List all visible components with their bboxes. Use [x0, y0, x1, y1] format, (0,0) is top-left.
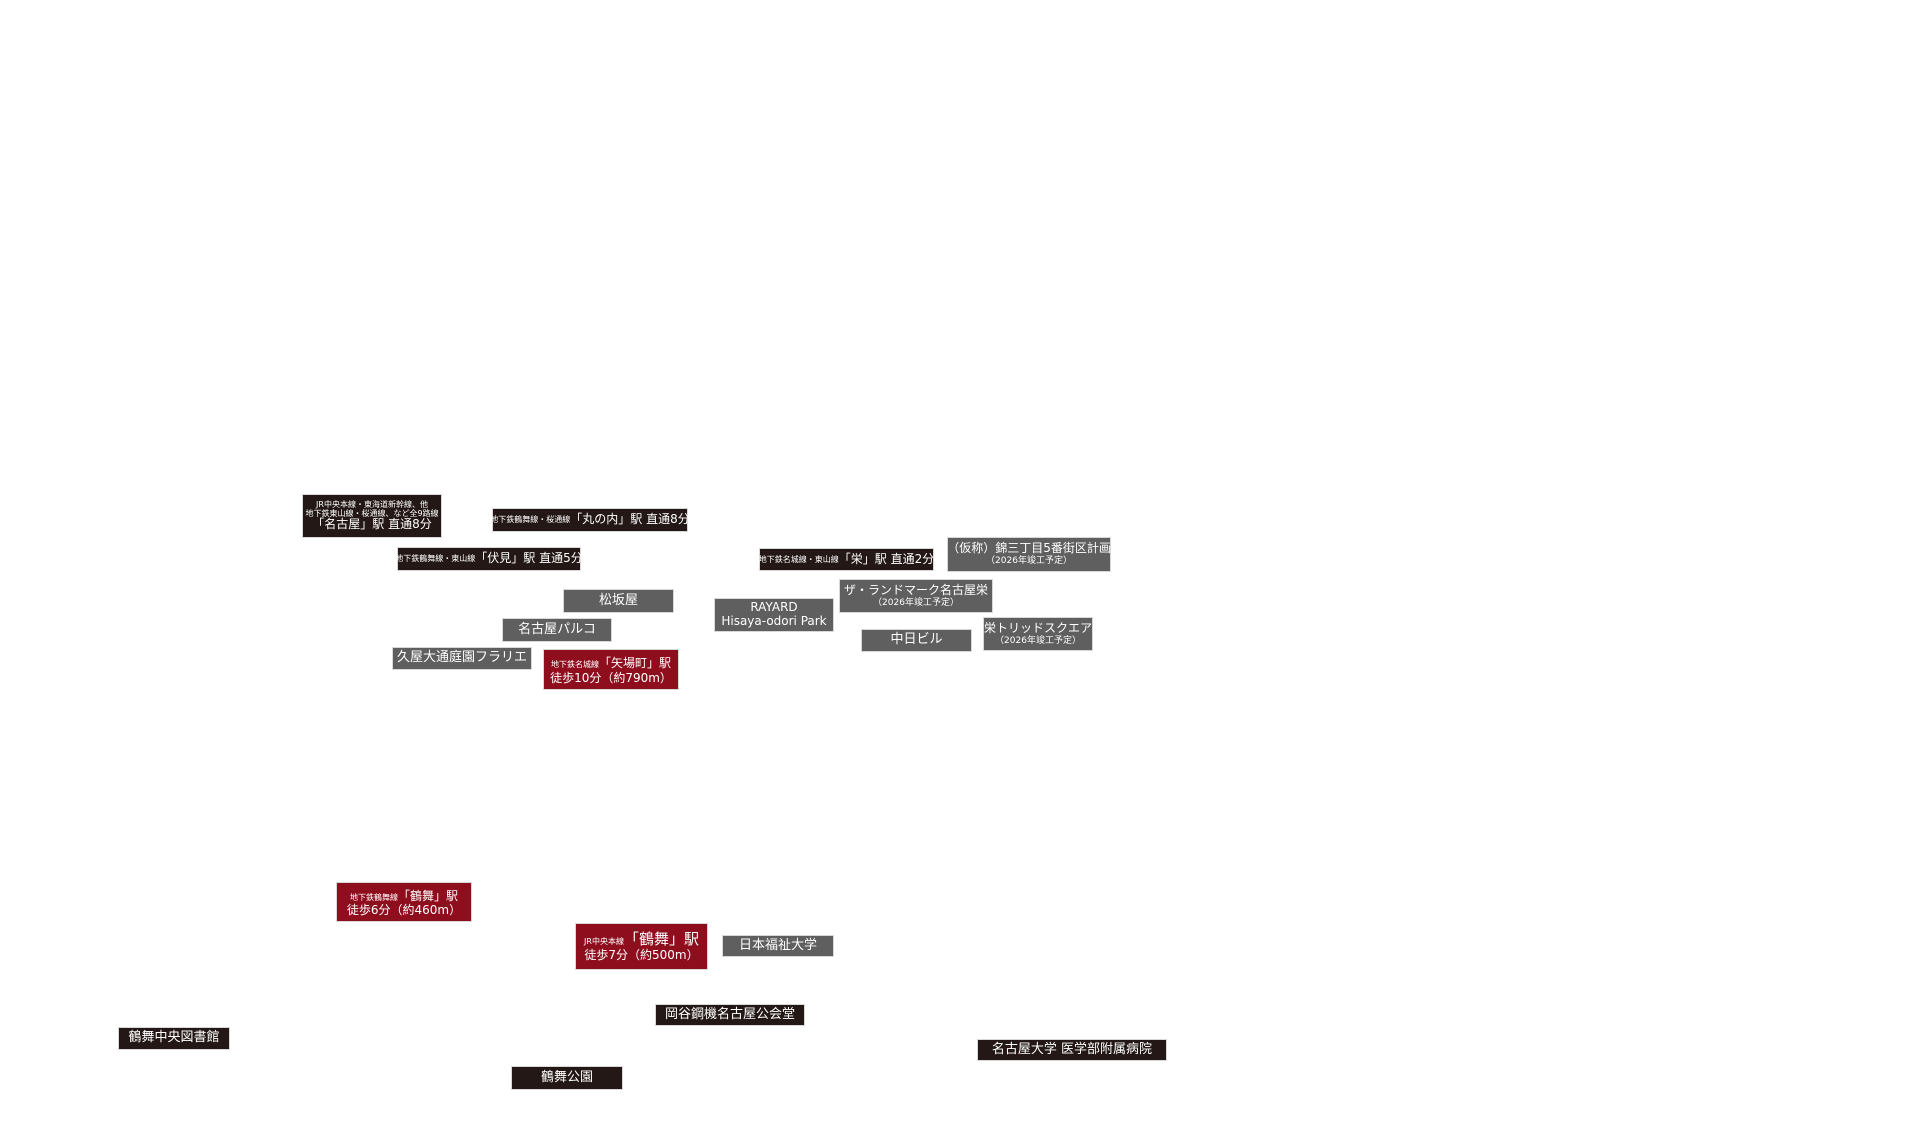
label-row: 地下鉄鶴舞線「鶴舞」駅	[350, 886, 458, 904]
sakae-station-label: 地下鉄名城線・東山線 「栄」駅 直通2分	[759, 548, 934, 571]
matsuzakaya-label: 松坂屋	[563, 589, 674, 613]
furarie-label: 久屋大通庭園フラリエ	[392, 647, 532, 670]
okaya-hall-label: 岡谷鋼機名古屋公会堂	[655, 1004, 805, 1026]
tsurumai-subway-station-label: 地下鉄鶴舞線「鶴舞」駅 徒歩6分（約460m）	[336, 882, 472, 922]
label-walk: 徒歩10分（約790m）	[550, 670, 672, 685]
tsurumai-park-label: 鶴舞公園	[511, 1066, 623, 1090]
label-note: （2026年竣工予定）	[995, 635, 1081, 646]
landmark-label: ザ・ランドマーク名古屋栄 （2026年竣工予定）	[839, 579, 993, 613]
label-row: JR中央本線「鶴舞」駅	[584, 930, 699, 948]
label-note: （2026年竣工予定）	[873, 597, 959, 608]
label-lines: 地下鉄鶴舞線・東山線	[395, 554, 476, 564]
label-name: 「矢場町」駅	[598, 656, 671, 671]
label-name: 「栄」駅 直通2分	[838, 551, 935, 566]
nihon-fukushi-university-label: 日本福祉大学	[722, 935, 834, 957]
label-name: 栄トリッドスクエア	[984, 620, 1093, 635]
rayard-label: RAYARD Hisaya-odori Park	[714, 598, 834, 632]
label-name: RAYARD	[750, 600, 798, 615]
label-walk: 徒歩6分（約460m）	[346, 903, 462, 918]
label-walk: 徒歩7分（約500m）	[584, 947, 699, 962]
label-name: 「鶴舞」駅	[397, 888, 458, 903]
label-lines: 地下鉄名城線・東山線	[758, 554, 839, 564]
nagoya-station-label: JR中央本線・東海道新幹線、他 地下鉄東山線・桜通線、など全9路線 「名古屋」駅…	[302, 494, 442, 538]
tsurumai-jr-station-label: JR中央本線「鶴舞」駅 徒歩7分（約500m）	[575, 923, 708, 970]
nishiki-project-label: （仮称）錦三丁目5番街区計画 （2026年竣工予定）	[947, 537, 1111, 572]
nagoya-university-hospital-label: 名古屋大学 医学部附属病院	[977, 1039, 1167, 1061]
label-name: 「鶴舞」駅	[623, 930, 699, 949]
label-name: 「丸の内」駅 直通8分	[570, 512, 690, 527]
label-name: Hisaya-odori Park	[721, 614, 827, 628]
label-lines: 地下鉄東山線・桜通線、など全9路線	[305, 509, 439, 519]
marunouchi-station-label: 地下鉄鶴舞線・桜通線 「丸の内」駅 直通8分	[490, 508, 690, 532]
fushimi-station-label: 地下鉄鶴舞線・東山線 「伏見」駅 直通5分	[395, 547, 583, 571]
label-name: （仮称）錦三丁目5番街区計画	[947, 541, 1111, 556]
tsurumai-library-label: 鶴舞中央図書館	[118, 1027, 230, 1050]
label-lines: 地下鉄鶴舞線・桜通線	[490, 515, 571, 525]
chunichi-label: 中日ビル	[861, 629, 972, 652]
trid-square-label: 栄トリッドスクエア （2026年竣工予定）	[983, 617, 1093, 651]
label-lines: 地下鉄鶴舞線	[349, 892, 398, 902]
label-note: （2026年竣工予定）	[986, 556, 1072, 567]
parco-label: 名古屋パルコ	[502, 618, 612, 642]
label-lines: JR中央本線	[584, 937, 624, 947]
label-name: 「名古屋」駅 直通8分	[312, 517, 432, 532]
label-name: 「伏見」駅 直通5分	[475, 551, 583, 566]
label-lines: 地下鉄名城線	[550, 660, 599, 670]
label-row: 地下鉄名城線「矢場町」駅	[551, 653, 671, 671]
label-lines: JR中央本線・東海道新幹線、他	[316, 499, 428, 509]
label-name: ザ・ランドマーク名古屋栄	[843, 582, 988, 597]
yabacho-station-label: 地下鉄名城線「矢場町」駅 徒歩10分（約790m）	[543, 649, 679, 690]
